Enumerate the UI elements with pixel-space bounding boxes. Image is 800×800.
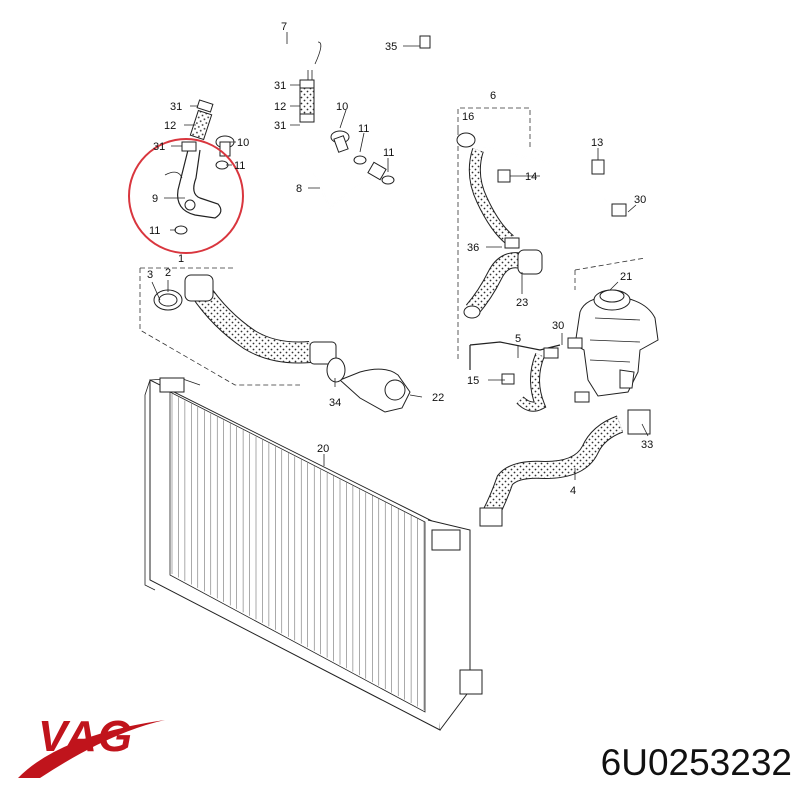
callout-36: 36 <box>467 242 479 254</box>
callout-31: 31 <box>170 101 182 113</box>
thermostat-housing-22 <box>326 357 411 413</box>
callout-34: 34 <box>329 397 341 409</box>
hose-6-assembly <box>456 107 627 360</box>
callout-30: 30 <box>552 320 564 332</box>
callout-7: 7 <box>281 21 287 33</box>
leader-lines <box>151 32 649 480</box>
highlight-circle <box>128 138 244 254</box>
small-hose-left <box>164 99 222 235</box>
callout-33: 33 <box>641 439 653 451</box>
hose-5 <box>469 337 583 412</box>
callout-12: 12 <box>164 120 176 132</box>
hose-1 <box>139 267 337 386</box>
callout-16: 16 <box>462 111 474 123</box>
callout-11: 11 <box>383 147 394 159</box>
part-number: 6U0253232 <box>600 742 792 783</box>
callout-12: 12 <box>274 101 286 113</box>
callout-13: 13 <box>591 137 603 149</box>
bolt-10-left <box>215 135 235 170</box>
callout-5: 5 <box>515 333 521 345</box>
callout-20: 20 <box>317 443 329 455</box>
callout-35: 35 <box>385 41 397 53</box>
callout-11: 11 <box>149 225 160 237</box>
callout-23: 23 <box>516 297 528 309</box>
callout-labels: 7 35 31 31 31 31 12 12 10 10 11 11 11 11… <box>147 21 653 497</box>
hose-23 <box>463 249 543 319</box>
callout-21: 21 <box>620 271 632 283</box>
callout-22: 22 <box>432 392 444 404</box>
callout-10: 10 <box>336 101 348 113</box>
callout-2: 2 <box>165 267 171 279</box>
callout-30: 30 <box>634 194 646 206</box>
callout-9: 9 <box>152 193 158 205</box>
callout-15: 15 <box>467 375 479 387</box>
callout-6: 6 <box>490 90 496 102</box>
callout-8: 8 <box>296 183 302 195</box>
callout-10: 10 <box>237 137 249 149</box>
callout-4: 4 <box>570 485 576 497</box>
expansion-tank-21 <box>574 257 659 403</box>
callout-31: 31 <box>274 80 286 92</box>
callout-31: 31 <box>153 141 165 153</box>
pipe-8 <box>299 79 395 210</box>
callout-14: 14 <box>525 171 537 183</box>
brand-logo: VAG <box>38 712 134 761</box>
vag-logo-swoosh <box>18 720 165 778</box>
callout-11: 11 <box>234 160 245 172</box>
callout-3: 3 <box>147 269 153 281</box>
radiator-20 <box>144 377 483 731</box>
callout-1: 1 <box>178 253 184 265</box>
callout-31: 31 <box>274 120 286 132</box>
callout-11: 11 <box>358 123 369 135</box>
bleed-pipe-7 <box>196 35 431 109</box>
hose-4 <box>479 409 651 527</box>
